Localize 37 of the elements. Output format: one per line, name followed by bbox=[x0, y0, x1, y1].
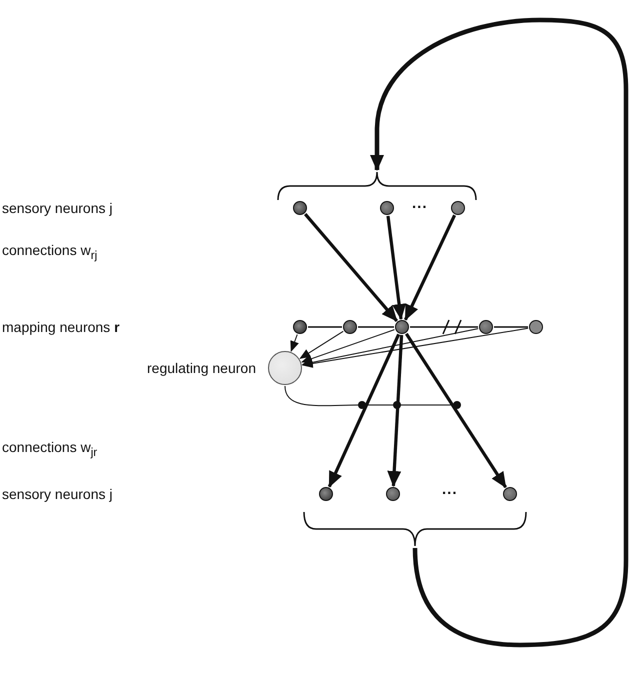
arrow bbox=[387, 334, 404, 487]
row-label: connections w$_{rj}$ bbox=[2, 242, 98, 264]
regulating-neuron-circle bbox=[268, 351, 302, 385]
feedback-arrow bbox=[370, 18, 628, 648]
arrow bbox=[386, 216, 406, 320]
neuron-circle bbox=[529, 320, 543, 334]
neuron-circle bbox=[479, 320, 493, 334]
arrow bbox=[302, 328, 529, 368]
arrow bbox=[328, 334, 400, 488]
neuron-circle bbox=[395, 320, 409, 334]
ellipsis-mark: ... bbox=[412, 196, 428, 212]
connection-line bbox=[358, 326, 394, 328]
arrow bbox=[304, 213, 398, 322]
connection-line bbox=[410, 326, 478, 328]
arrow bbox=[405, 332, 507, 488]
connection-line bbox=[494, 326, 528, 328]
row-label: sensory neurons j bbox=[2, 200, 113, 216]
row-label: sensory neurons j bbox=[2, 486, 113, 502]
neuron-circle bbox=[319, 487, 333, 501]
arrow bbox=[301, 329, 395, 363]
neuron-caption: regulating neuron bbox=[146, 360, 256, 376]
neuron-circle bbox=[503, 487, 517, 501]
neuron-circle bbox=[386, 487, 400, 501]
arrow bbox=[290, 334, 299, 352]
arrow bbox=[299, 330, 344, 359]
ellipsis-mark: ... bbox=[442, 482, 458, 498]
neuron-circle bbox=[343, 320, 357, 334]
neuron-circle bbox=[451, 201, 465, 215]
neuron-circle bbox=[380, 201, 394, 215]
neuron-circle bbox=[293, 320, 307, 334]
arrow bbox=[302, 328, 479, 367]
row-label: connections w$_{jr}$ bbox=[2, 439, 98, 461]
neuron-circle bbox=[293, 201, 307, 215]
connection-line bbox=[308, 326, 342, 328]
curly-bracket bbox=[277, 171, 477, 200]
row-label: mapping neurons r bbox=[2, 319, 120, 335]
curly-bracket bbox=[303, 512, 527, 547]
